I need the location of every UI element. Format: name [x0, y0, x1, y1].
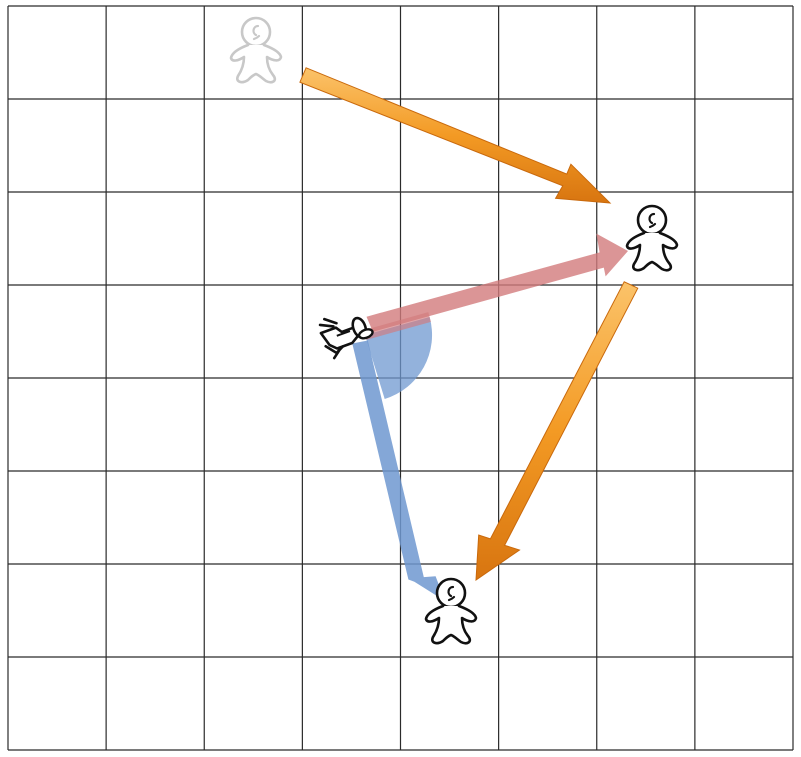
angle-sector	[365, 317, 433, 399]
angle-sector-edge	[363, 312, 431, 340]
robot-arm-icon	[318, 316, 374, 360]
heading-arrow-to-next	[352, 340, 445, 601]
movement-arrow-1	[299, 67, 612, 204]
heading-arrow-to-current	[366, 233, 628, 332]
movement-arrow-2	[475, 281, 639, 581]
